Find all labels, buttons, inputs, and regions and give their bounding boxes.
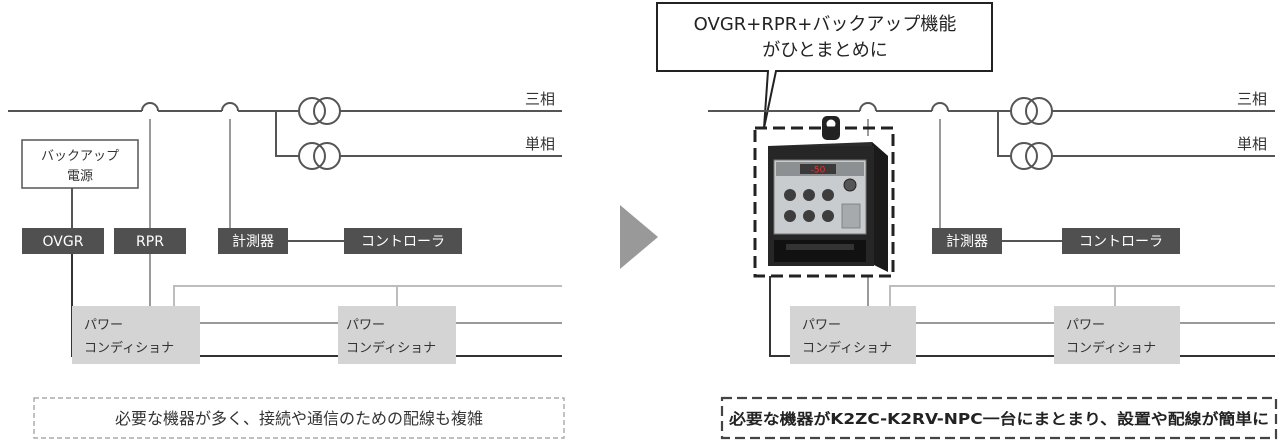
phase-single-label: 単相 <box>525 135 555 153</box>
controller-label: コントローラ <box>361 234 445 250</box>
pcs-label: パワー <box>84 318 123 333</box>
transformer-icon <box>298 142 341 170</box>
arrow-right-icon <box>620 205 658 269</box>
pcs-label: パワー <box>1066 318 1105 333</box>
crossing-hop <box>859 102 877 112</box>
transformer-icon <box>1010 142 1053 170</box>
k2zc-device-image: -50 <box>768 116 888 272</box>
pcs-label: コンディショナ <box>802 340 892 356</box>
comm-line <box>173 285 562 306</box>
backup-power-label: バックアップ <box>41 149 119 164</box>
transformer-icon <box>298 97 341 125</box>
backup-power-label: 電源 <box>67 169 93 184</box>
pcs-label: コンディショナ <box>84 340 174 356</box>
meter-label: 計測器 <box>946 234 988 250</box>
controller-box <box>344 228 462 254</box>
crossing-hop <box>221 102 239 112</box>
callout-box <box>656 2 993 129</box>
callout-line2: がひとまとめに <box>762 40 887 61</box>
ovgr-label: OVGR <box>43 234 84 250</box>
pcs-box <box>72 306 200 364</box>
single-phase-line <box>997 111 1275 157</box>
caption-text: 必要な機器がK2ZC-K2RV-NPC一台にまとまり、設置や配線が簡単に <box>728 410 1269 428</box>
device-display-readout: -50 <box>811 166 826 176</box>
single-phase-line <box>275 111 562 157</box>
pcs-box <box>790 306 916 364</box>
device-output-line <box>769 276 790 357</box>
rpr-label: RPR <box>136 234 164 250</box>
meter-box <box>932 228 1002 254</box>
before-panel: 三相 単相 バックアップ 電源 OVGR RPR 計測器 コントローラ パワー … <box>8 90 565 439</box>
rpr-box <box>114 228 186 254</box>
caption-text: 必要な機器が多く、接続や通信のための配線も複雑 <box>115 409 483 428</box>
pcs-label: パワー <box>346 318 385 333</box>
ovgr-box <box>22 228 104 254</box>
pcs-box <box>338 306 456 364</box>
meter-box <box>218 228 288 254</box>
pcs-box <box>1054 306 1180 364</box>
pcs-label: パワー <box>802 318 841 333</box>
pcs-label: コンディショナ <box>1066 340 1156 356</box>
backup-power-box <box>21 139 139 189</box>
crossing-hop <box>141 102 159 112</box>
caption-box <box>720 396 1278 440</box>
phase-three-label: 三相 <box>525 90 555 108</box>
device-highlight-outline <box>753 126 895 278</box>
callout-line1: OVGR+RPR+バックアップ機能 <box>694 14 957 35</box>
pcs-label: コンディショナ <box>346 340 436 356</box>
caption-box <box>33 397 565 439</box>
controller-label: コントローラ <box>1079 234 1163 250</box>
comm-line <box>889 285 1275 306</box>
phase-three-label: 三相 <box>1237 90 1267 108</box>
phase-single-label: 単相 <box>1237 135 1267 153</box>
after-panel: OVGR+RPR+バックアップ機能 がひとまとめに 三相 単相 計測器 コントロ… <box>656 2 1278 440</box>
transformer-icon <box>1010 97 1053 125</box>
meter-label: 計測器 <box>232 234 274 250</box>
controller-box <box>1062 228 1180 254</box>
crossing-hop <box>931 102 949 112</box>
